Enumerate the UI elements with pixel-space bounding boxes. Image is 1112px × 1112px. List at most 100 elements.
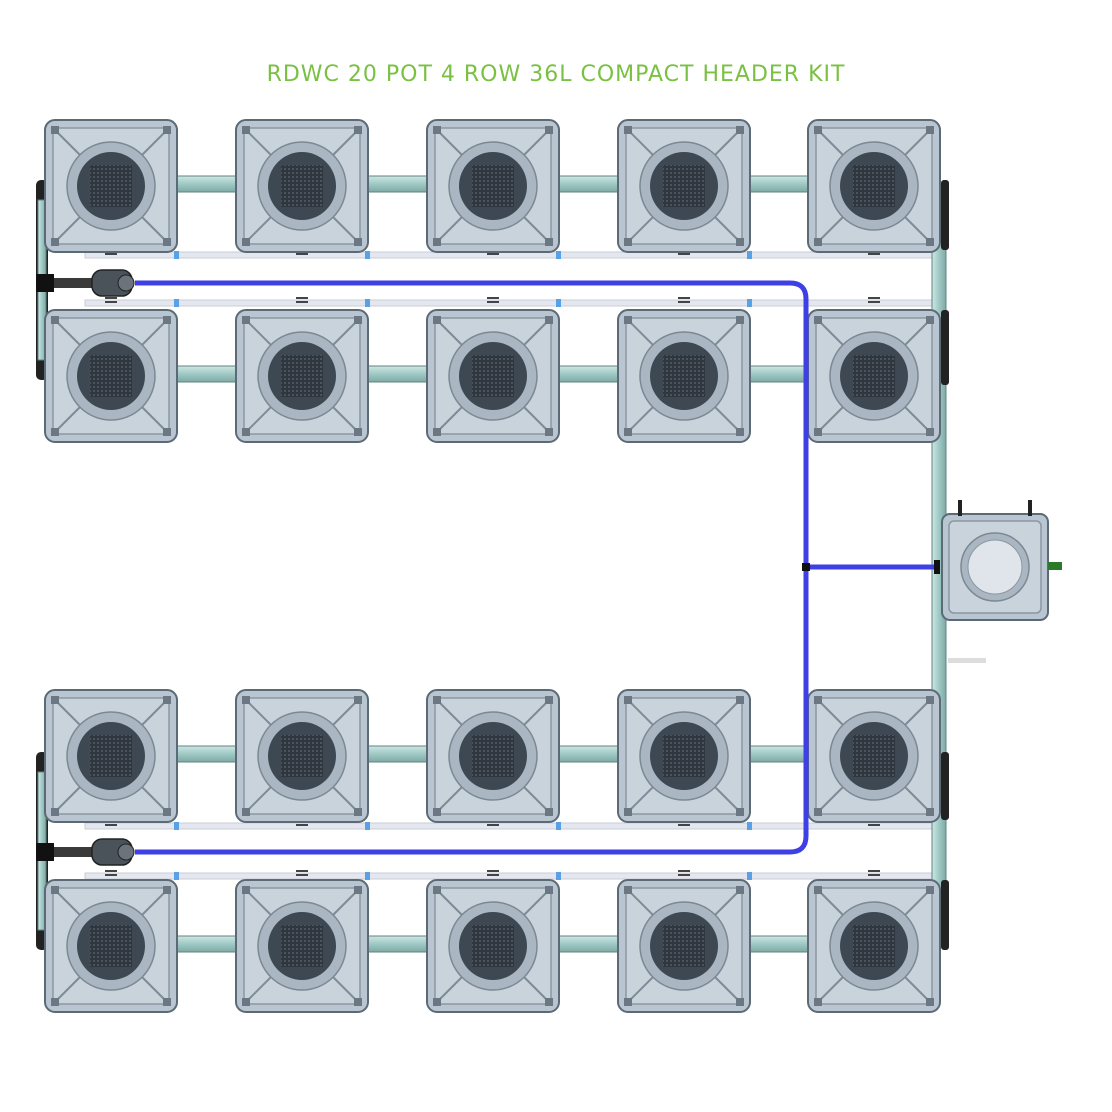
pot-corner-clip (51, 886, 59, 894)
pipes-layer (36, 175, 986, 953)
pot-corner-clip (242, 428, 250, 436)
pot-15 (807, 689, 941, 823)
pipe-joint (365, 822, 370, 830)
pot-corner-clip (51, 316, 59, 324)
pot-corner-clip (814, 238, 822, 246)
pot-corner-clip (814, 886, 822, 894)
pipe-joint (365, 872, 370, 880)
pipe-clip-mark (296, 824, 308, 826)
pot-corner-clip (433, 808, 441, 816)
pipe-clip-mark (678, 824, 690, 826)
return-pipe (84, 822, 941, 830)
hose-tee (802, 563, 810, 571)
right-bracket (941, 310, 949, 385)
net-pot-mesh-icon (281, 735, 323, 777)
net-pot-mesh-icon (90, 925, 132, 967)
pot-corner-clip (163, 126, 171, 134)
pipe-joint (365, 251, 370, 259)
right-bracket (941, 180, 949, 250)
hose-fitting-icon (934, 560, 940, 574)
hose-layer (36, 269, 940, 866)
pot-corner-clip (545, 316, 553, 324)
pot-corner-clip (242, 696, 250, 704)
return-pipe (84, 299, 941, 307)
pot-corner-clip (545, 998, 553, 1006)
pipe-clip-mark (678, 297, 690, 299)
net-pot-mesh-icon (90, 165, 132, 207)
pot-corner-clip (354, 998, 362, 1006)
pot-corner-clip (624, 428, 632, 436)
connecting-pipe (745, 745, 813, 763)
net-pot-mesh-icon (472, 165, 514, 207)
pot-16 (44, 879, 178, 1013)
pot-9 (617, 309, 751, 443)
pipe-clip-mark (868, 824, 880, 826)
pipe-clip-mark (105, 297, 117, 299)
pot-corner-clip (354, 126, 362, 134)
right-bracket (941, 880, 949, 950)
pot-corner-clip (926, 316, 934, 324)
connecting-pipe (172, 745, 241, 763)
pot-corner-clip (354, 238, 362, 246)
pipe-clip-mark (296, 870, 308, 872)
pipe-joint (365, 299, 370, 307)
header-post (1028, 500, 1032, 516)
pot-1 (44, 119, 178, 253)
pot-corner-clip (736, 998, 744, 1006)
pot-6 (44, 309, 178, 443)
pot-corner-clip (814, 126, 822, 134)
pipe-clip-mark (105, 824, 117, 826)
pot-corner-clip (433, 998, 441, 1006)
return-pipe (84, 872, 941, 880)
connecting-pipe (363, 365, 432, 383)
connecting-pipe (172, 175, 241, 193)
pipe-clip-mark (296, 253, 308, 255)
pot-corner-clip (354, 316, 362, 324)
pipe-clip-mark (678, 301, 690, 303)
pipe-joint (556, 822, 561, 830)
pipe-joint (174, 251, 179, 259)
connecting-pipe (745, 175, 813, 193)
pot-19 (617, 879, 751, 1013)
pipe-clip-mark (105, 874, 117, 876)
pot-corner-clip (242, 238, 250, 246)
header-tank-lid (967, 539, 1023, 595)
pot-13 (426, 689, 560, 823)
pot-10 (807, 309, 941, 443)
pot-corner-clip (926, 886, 934, 894)
pot-20 (807, 879, 941, 1013)
pot-17 (235, 879, 369, 1013)
pipe-joint (747, 251, 752, 259)
pipe-joint (747, 872, 752, 880)
pot-corner-clip (354, 428, 362, 436)
pot-corner-clip (624, 998, 632, 1006)
pump-connector (54, 847, 94, 857)
pot-corner-clip (736, 808, 744, 816)
right-bracket (941, 752, 949, 820)
pot-corner-clip (736, 316, 744, 324)
pipe-joint (747, 822, 752, 830)
pot-corner-clip (242, 886, 250, 894)
net-pot-mesh-icon (663, 355, 705, 397)
pump-assembly (36, 269, 135, 297)
pot-corner-clip (242, 998, 250, 1006)
pot-corner-clip (926, 808, 934, 816)
connecting-pipe (554, 365, 623, 383)
pipe-joint (174, 299, 179, 307)
pot-corner-clip (545, 886, 553, 894)
pot-corner-clip (814, 998, 822, 1006)
net-pot-mesh-icon (853, 355, 895, 397)
pot-18 (426, 879, 560, 1013)
pump-assembly (36, 838, 135, 866)
pot-5 (807, 119, 941, 253)
pot-corner-clip (51, 126, 59, 134)
pot-corner-clip (51, 428, 59, 436)
net-pot-mesh-icon (663, 925, 705, 967)
pot-corner-clip (242, 126, 250, 134)
pot-corner-clip (926, 696, 934, 704)
pot-corner-clip (545, 428, 553, 436)
pot-corner-clip (433, 126, 441, 134)
pot-corner-clip (814, 428, 822, 436)
pot-corner-clip (926, 998, 934, 1006)
connecting-pipe (554, 175, 623, 193)
